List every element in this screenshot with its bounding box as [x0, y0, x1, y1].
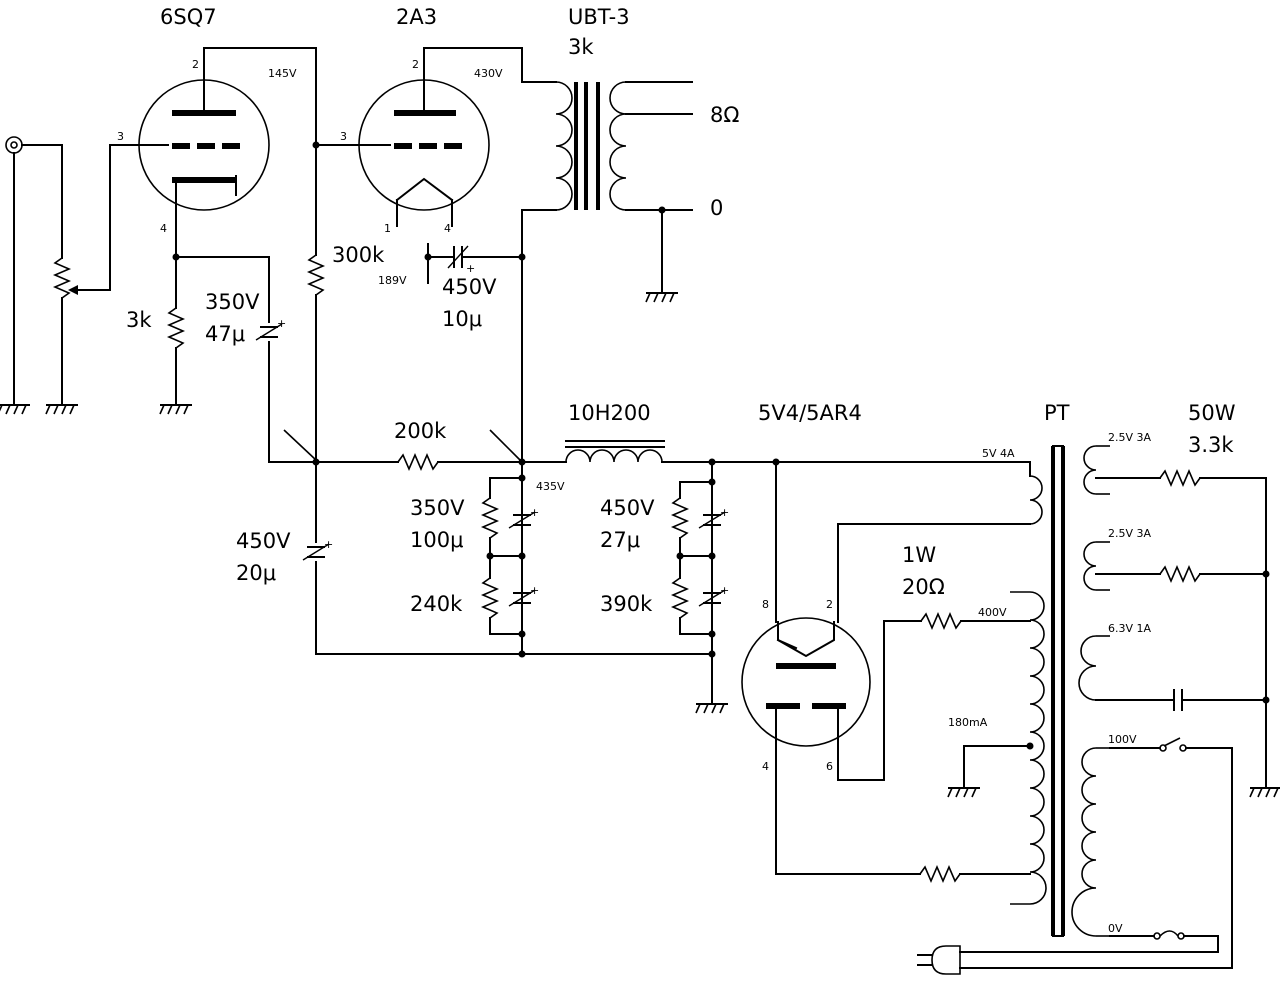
label-rectifier: 5V4/5AR4 — [758, 401, 862, 425]
svg-text:2: 2 — [412, 58, 419, 71]
svg-text:20Ω: 20Ω — [902, 575, 945, 599]
svg-text:+: + — [720, 584, 729, 597]
b-plus-rail: 200k 435V 10H200 — [268, 401, 1031, 493]
svg-text:+: + — [466, 262, 475, 275]
svg-text:8: 8 — [762, 598, 769, 611]
svg-text:20μ: 20μ — [236, 561, 276, 585]
svg-text:4: 4 — [444, 222, 451, 235]
svg-text:1W: 1W — [902, 543, 936, 567]
voltage-435v: 435V — [536, 480, 565, 493]
svg-text:2.5V 3A: 2.5V 3A — [1108, 431, 1152, 444]
svg-text:6: 6 — [826, 760, 833, 773]
voltage-145v: 145V — [268, 67, 297, 80]
svg-text:100V: 100V — [1108, 733, 1137, 746]
svg-text:+: + — [530, 506, 539, 519]
svg-text:2: 2 — [826, 598, 833, 611]
svg-text:3k: 3k — [126, 308, 152, 332]
svg-text:4: 4 — [160, 222, 167, 235]
svg-text:2.5V 3A: 2.5V 3A — [1108, 527, 1152, 540]
svg-text:+: + — [530, 584, 539, 597]
output-transformer: UBT-3 3k 8Ω 0 — [521, 5, 739, 463]
voltage-189v: 189V — [378, 274, 407, 287]
svg-text:100μ: 100μ — [410, 528, 463, 552]
svg-text:10H200: 10H200 — [568, 401, 651, 425]
svg-text:240k: 240k — [410, 592, 463, 616]
svg-text:6.3V 1A: 6.3V 1A — [1108, 622, 1152, 635]
svg-text:1: 1 — [384, 222, 391, 235]
svg-text:47μ: 47μ — [205, 322, 245, 346]
svg-text:390k: 390k — [600, 592, 653, 616]
svg-text:0V: 0V — [1108, 922, 1123, 935]
svg-text:4: 4 — [762, 760, 769, 773]
svg-text:450V: 450V — [236, 529, 291, 553]
tube-5v4: 5V4/5AR4 8 2 4 6 — [741, 401, 922, 875]
svg-text:200k: 200k — [394, 419, 447, 443]
svg-text:+: + — [277, 317, 286, 330]
svg-text:2: 2 — [192, 58, 199, 71]
resistor-300k: 300k — [306, 243, 385, 463]
svg-text:450V: 450V — [442, 275, 497, 299]
filter-cap-20u: + 450V 20μ — [236, 461, 333, 655]
svg-text:450V: 450V — [600, 496, 655, 520]
svg-text:+: + — [324, 538, 333, 551]
svg-text:5V 4A: 5V 4A — [982, 447, 1015, 460]
cathode-network-6sq7: 3k + 350V 47μ — [126, 253, 286, 463]
svg-text:3.3k: 3.3k — [1188, 433, 1234, 457]
svg-text:3: 3 — [340, 130, 347, 143]
input-jack — [0, 136, 63, 415]
resistor-20ohm: 1W 20Ω 400V — [902, 543, 1031, 631]
tap-8ohm: 8Ω — [710, 103, 739, 127]
svg-text:300k: 300k — [332, 243, 385, 267]
power-transformer: PT 5V 4A 180mA 2.5V 3A 2.5V 3A 6.3V 1A — [947, 401, 1152, 937]
svg-text:+: + — [720, 506, 729, 519]
mains-input — [917, 737, 1233, 975]
voltage-400v: 400V — [978, 606, 1007, 619]
label-2a3: 2A3 — [396, 5, 437, 29]
heater-balance-network: 50W 3.3k — [1095, 401, 1280, 798]
filter-bank-1: + + 350V 100μ 240k — [410, 461, 539, 658]
voltage-430v: 430V — [474, 67, 503, 80]
filter-bank-2: + + 450V 27μ 390k — [600, 461, 729, 714]
svg-text:UBT-3: UBT-3 — [568, 5, 630, 29]
svg-text:27μ: 27μ — [600, 528, 640, 552]
svg-text:PT: PT — [1044, 401, 1070, 425]
filament-bypass: + 189V 450V 10μ — [378, 243, 526, 331]
svg-text:3k: 3k — [568, 35, 594, 59]
tube-2a3: 2A3 2 1 4 — [358, 5, 490, 235]
tap-0: 0 — [710, 196, 723, 220]
svg-text:350V: 350V — [410, 496, 465, 520]
current-180ma: 180mA — [948, 716, 988, 729]
svg-text:50W: 50W — [1188, 401, 1236, 425]
svg-text:350V: 350V — [205, 290, 260, 314]
tube-6sq7: 6SQ7 2 3 4 — [117, 5, 270, 258]
label-6sq7: 6SQ7 — [160, 5, 217, 29]
resistor-return — [775, 864, 1031, 884]
svg-text:10μ: 10μ — [442, 307, 482, 331]
svg-text:3: 3 — [117, 130, 124, 143]
volume-potentiometer — [45, 144, 141, 415]
